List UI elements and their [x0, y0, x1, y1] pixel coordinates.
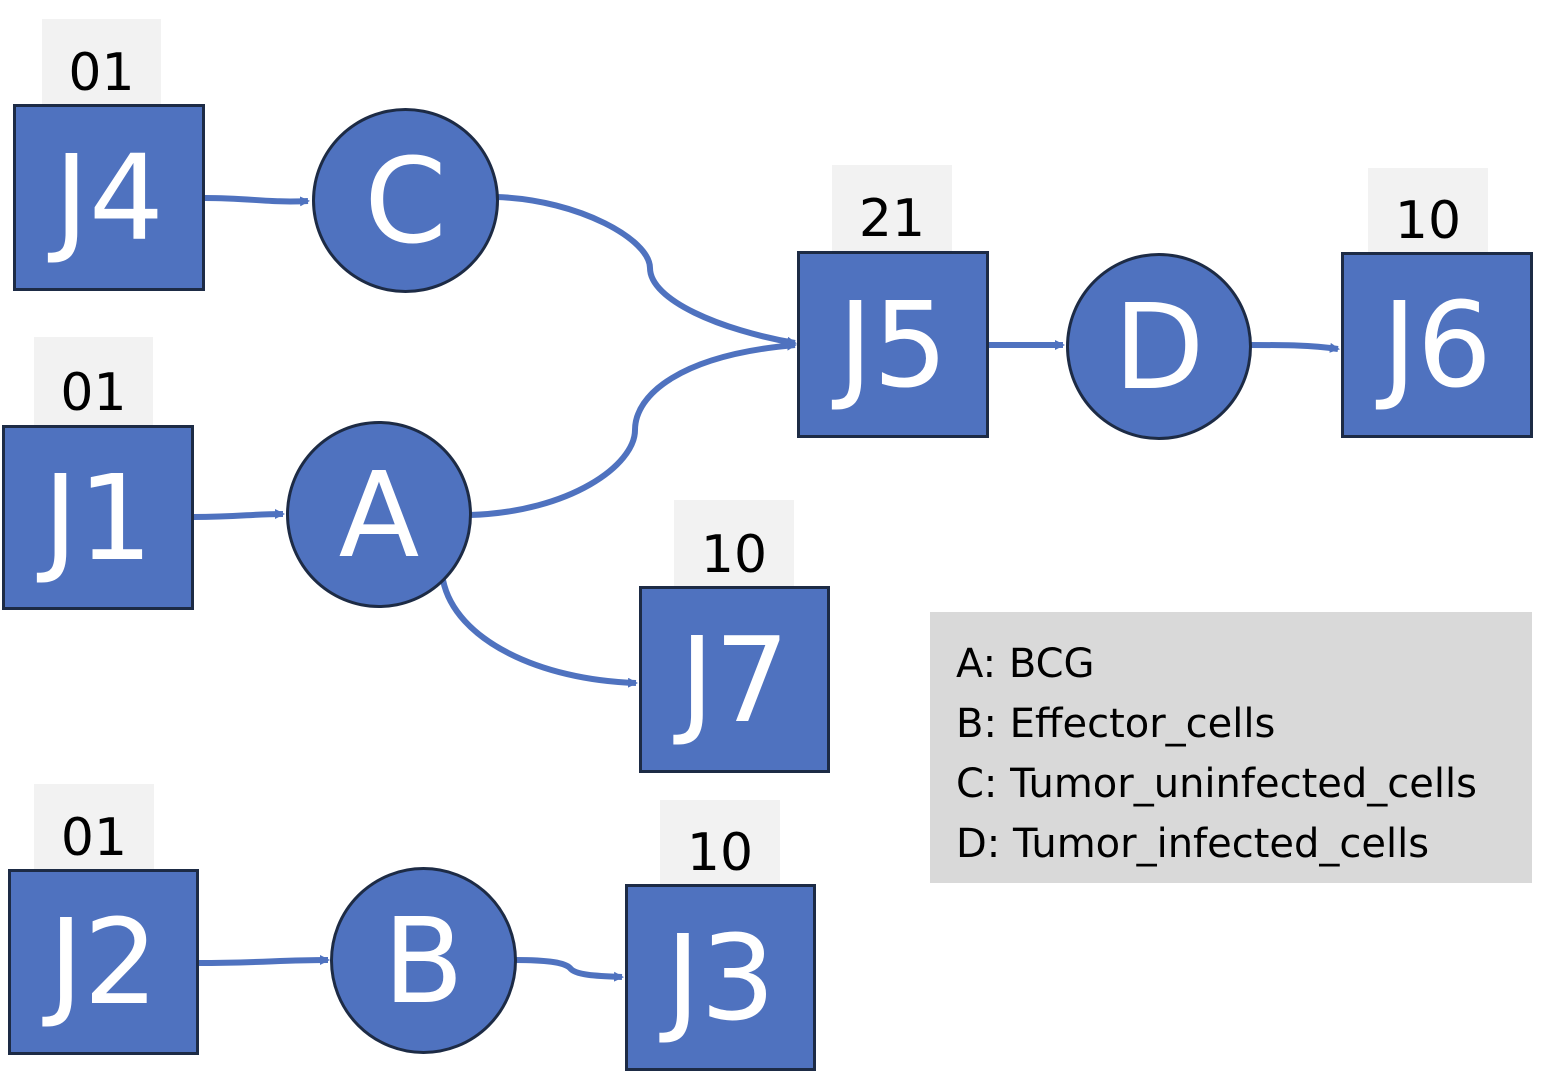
legend-item-c: C: Tumor_uninfected_cells	[956, 761, 1477, 807]
node-c: C	[312, 108, 499, 293]
edge-j2-b	[197, 955, 330, 966]
node-b: B	[330, 867, 517, 1054]
edge-a-j5	[469, 340, 797, 518]
node-tag-j6: 10	[1368, 168, 1488, 253]
edge-d-j6	[1249, 342, 1340, 353]
node-j2: J2	[8, 869, 199, 1055]
node-j1: J1	[2, 425, 194, 610]
legend-item-b: B: Effector_cells	[956, 701, 1276, 747]
node-j5: J5	[797, 251, 989, 438]
node-tag-j3: 10	[660, 800, 780, 885]
node-tag-j5: 21	[832, 165, 952, 251]
legend-item-d: D: Tumor_infected_cells	[956, 821, 1430, 867]
node-tag-j1: 01	[34, 337, 153, 425]
edge-a-j7	[440, 579, 638, 688]
node-tag-j4: 01	[42, 19, 161, 105]
edge-j4-c	[204, 195, 310, 207]
node-tag-j2: 01	[34, 784, 154, 870]
legend: A: BCG B: Effector_cells C: Tumor_uninfe…	[930, 612, 1532, 883]
edge-b-j3	[514, 957, 624, 982]
node-j6: J6	[1341, 252, 1533, 438]
node-a: A	[286, 421, 472, 608]
node-d: D	[1066, 253, 1252, 440]
legend-item-a: A: BCG	[956, 641, 1095, 687]
node-j3: J3	[625, 884, 816, 1071]
node-tag-j7: 10	[674, 500, 794, 587]
edge-c-j5	[496, 194, 797, 347]
node-j4: J4	[13, 104, 205, 291]
edge-j1-a	[192, 509, 285, 520]
node-j7: J7	[639, 586, 830, 773]
